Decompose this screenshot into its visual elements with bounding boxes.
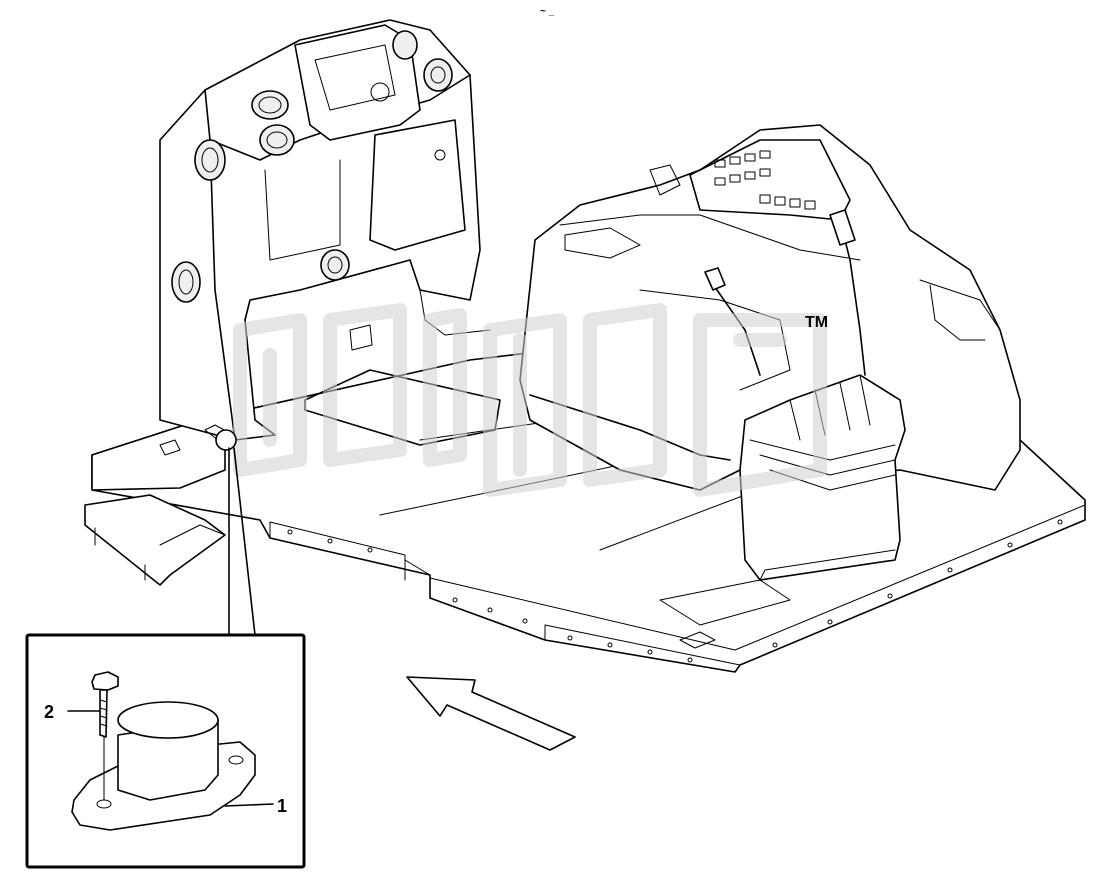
bolt-part-2 — [91, 671, 119, 801]
instrument-pod — [369, 119, 466, 251]
callout-1-leader — [224, 803, 274, 807]
callout-1-label: 1 — [277, 796, 287, 816]
callout-2-label: 2 — [44, 702, 54, 722]
detail-inset: 2 1 — [25, 633, 306, 869]
steering-wheel — [294, 24, 421, 141]
assembly-direction-arrow — [406, 676, 576, 751]
seat-base-console — [519, 124, 1021, 581]
watermark-tm: TM — [805, 314, 828, 331]
rear-panel-switches — [714, 150, 816, 210]
front-left-bracket — [84, 419, 226, 586]
air-vent-icons — [171, 30, 453, 303]
rubber-mount-part-1 — [71, 701, 256, 831]
detail-leader — [215, 429, 256, 636]
control-lever-icons — [704, 209, 866, 376]
header-mark: ~ _ — [540, 6, 555, 17]
plate-bolt-holes — [287, 519, 1063, 663]
joystick-boot — [739, 374, 906, 581]
watermark: TM — [233, 303, 828, 497]
